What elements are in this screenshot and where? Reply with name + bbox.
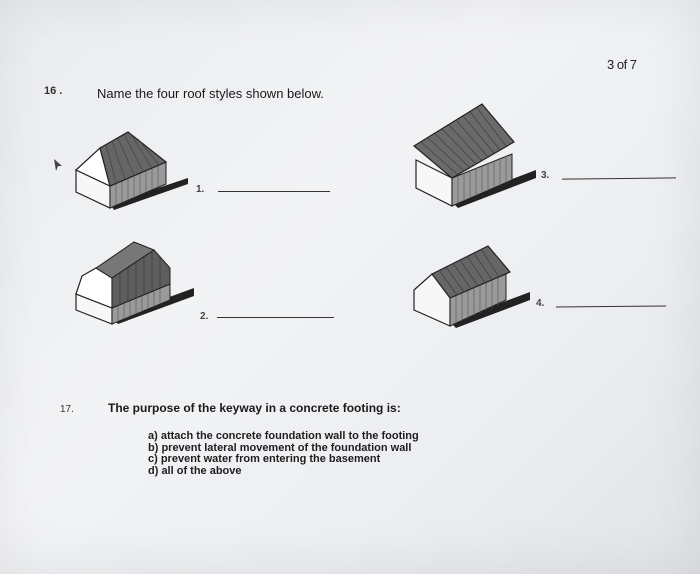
- blank-1-label: 1.: [196, 184, 205, 195]
- gambrel-roof-house-icon: [75, 241, 194, 325]
- question-17-number: 17.: [60, 404, 74, 415]
- blank-4-label: 4.: [536, 298, 545, 309]
- question-16-prompt: Name the four roof styles shown below.: [97, 86, 324, 101]
- blank-2-line[interactable]: [217, 317, 334, 318]
- option-a[interactable]: a) attach the concrete foundation wall t…: [148, 430, 419, 442]
- hip-roof-house-icon: [74, 131, 188, 210]
- gable-roof-house-icon: [413, 245, 530, 328]
- option-b[interactable]: b) prevent lateral movement of the found…: [148, 441, 412, 454]
- shed-roof-house-icon: [412, 103, 536, 208]
- blank-3-label: 3.: [541, 170, 550, 181]
- blank-1-line[interactable]: [218, 191, 330, 192]
- answer-options: a) attach the concrete foundation wall t…: [148, 430, 419, 477]
- question-16-number: 16 .: [44, 85, 63, 97]
- option-c[interactable]: c) prevent water from entering the basem…: [148, 453, 381, 465]
- question-17-prompt: The purpose of the keyway in a concrete …: [108, 401, 401, 415]
- option-d[interactable]: d) all of the above: [148, 464, 242, 477]
- blank-2-label: 2.: [200, 311, 209, 322]
- cursor-arrow-icon: [54, 159, 62, 171]
- page-number: 3 of 7: [607, 57, 637, 72]
